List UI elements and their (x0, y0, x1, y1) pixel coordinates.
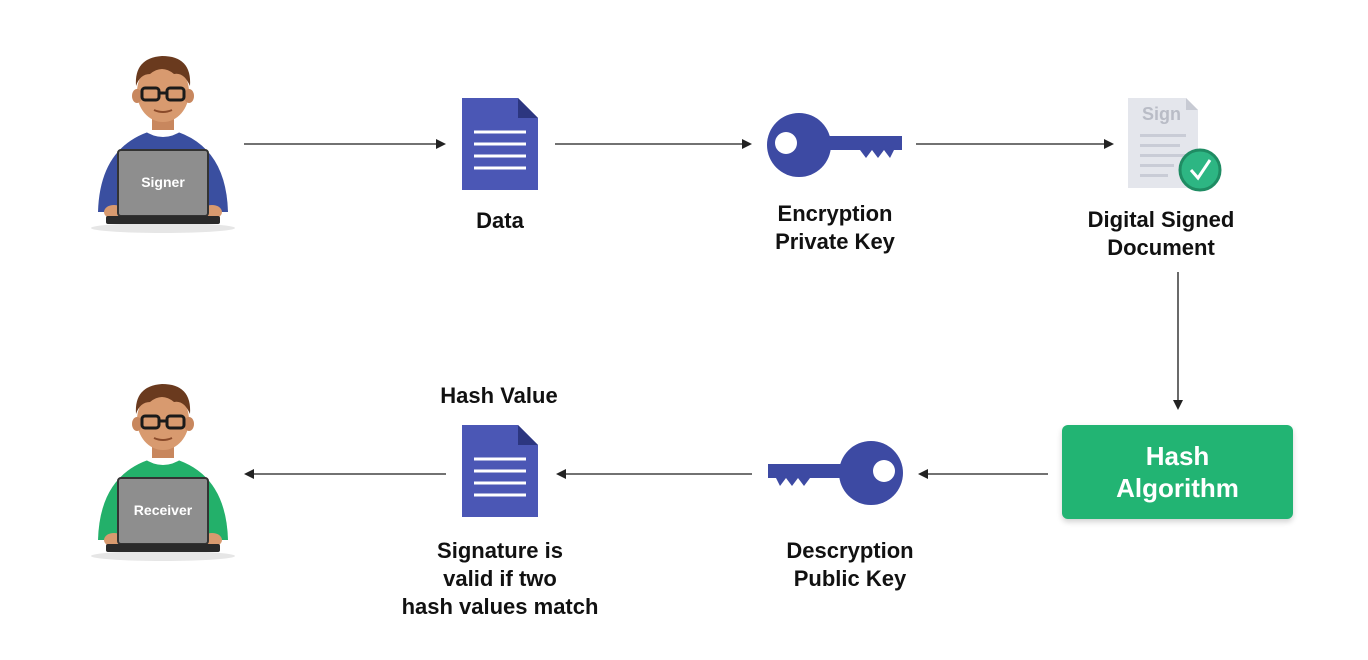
key-icon (768, 441, 903, 505)
encryption-label: Encryption Private Key (735, 200, 935, 256)
document-icon (462, 425, 538, 517)
data-label: Data (476, 208, 524, 233)
signed-document-icon (1128, 98, 1222, 192)
hash-value-document (460, 423, 540, 519)
signed-document-line2: Document (1107, 235, 1215, 260)
receiver-laptop-label: Receiver (133, 502, 193, 518)
hash-value-line3: hash values match (401, 594, 599, 619)
data-document (460, 96, 540, 192)
hash-value-line1: Signature is (437, 538, 563, 563)
receiver-figure: Receiver (88, 380, 238, 562)
signed-document-label: Digital Signed Document (1058, 206, 1264, 262)
encryption-line1: Encryption (777, 201, 893, 226)
signer-figure: Signer (88, 52, 238, 234)
signed-document: Sign (1126, 96, 1226, 192)
decryption-label: Descryption Public Key (750, 537, 950, 593)
signed-document-line1: Digital Signed (1087, 207, 1235, 232)
hash-value-title: Hash Value (440, 383, 558, 408)
hash-algorithm-box: Hash Algorithm (1062, 425, 1293, 519)
public-key (766, 440, 904, 506)
signer-laptop-label: Signer (141, 174, 185, 190)
decryption-line2: Public Key (793, 566, 907, 591)
document-icon (462, 98, 538, 190)
hash-value-line2: valid if two (443, 566, 557, 591)
key-icon (767, 113, 902, 177)
encryption-line2: Private Key (775, 229, 895, 254)
sign-watermark: Sign (1142, 104, 1181, 124)
signer-person-icon (91, 56, 235, 233)
decryption-line1: Descryption (786, 538, 914, 563)
hash-algorithm-line2: Algorithm (1116, 473, 1239, 503)
private-key (766, 112, 904, 178)
hash-value-caption: Signature is valid if two hash values ma… (370, 537, 630, 621)
hash-algorithm-line1: Hash (1145, 441, 1210, 471)
receiver-person-icon (91, 384, 235, 561)
